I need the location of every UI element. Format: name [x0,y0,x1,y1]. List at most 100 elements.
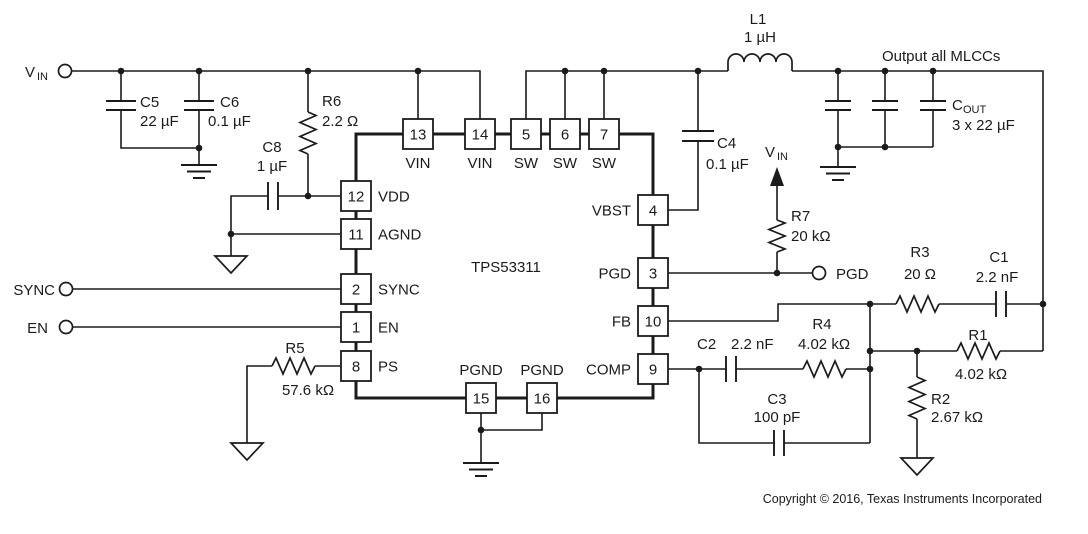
capacitor-cout-1 [825,100,851,111]
pin-number-12: 12 [348,189,365,206]
wire-vbst-c4 [668,71,699,211]
wire-vin-rail [71,70,481,119]
pin-box-13 [402,118,434,150]
pin-box-9 [637,353,669,385]
pin-box-3 [637,257,669,289]
junction-dot [881,143,889,151]
pin-box-16 [526,382,558,414]
junction-dot [773,269,781,277]
pin-number-8: 8 [352,359,360,376]
pin-name-15: PGND [459,362,503,379]
r3-value: 20 Ω [904,266,936,283]
c5-ref: C5 [140,94,159,111]
junction-dot [695,365,703,373]
copyright-note: Copyright © 2016, Texas Instruments Inco… [763,492,1042,506]
c2-ref: C2 [697,336,716,353]
c3-value: 100 pF [754,409,801,426]
pin-number-11: 11 [348,227,364,244]
pin-name-1: EN [378,320,399,337]
en-terminal-label: EN [27,320,48,337]
cout-value: 3 x 22 µF [952,117,1015,134]
c3-ref: C3 [767,391,786,408]
c6-value: 0.1 µF [208,113,251,130]
junction-dot [195,144,203,152]
sync-terminal [58,281,74,297]
c4-value: 0.1 µF [706,156,749,173]
pin-box-15 [465,382,497,414]
pin-box-5 [510,118,542,150]
c4-ref: C4 [717,135,736,152]
junction-dot [929,67,937,75]
r6-ref: R6 [322,93,341,110]
sync-terminal-label: SYNC [13,282,55,299]
pin-name-3: PGD [598,266,631,283]
r5-ref: R5 [285,340,304,357]
pin-number-1: 1 [352,320,360,337]
ic-pin-boxes [340,118,669,414]
inductor-l1 [727,53,793,71]
pgd-terminal-label: PGD [836,266,869,283]
earth-ground-c6 [181,164,217,179]
junction-dot [694,67,702,75]
pin-number-4: 4 [649,203,657,220]
r2-value: 2.67 kΩ [931,409,983,426]
junction-dot [913,347,921,355]
ground-symbols [181,164,935,477]
c6-ref: C6 [220,94,239,111]
pin-name-12: VDD [378,189,410,206]
junction-dot [117,67,125,75]
resistor-r6 [297,111,319,155]
labels: V IN SYNC EN PGD C5 22 µF C6 0.1 µF R6 2… [13,11,1042,506]
resistor-r1 [956,340,1001,362]
capacitor-c3 [773,430,785,456]
c1-ref: C1 [989,249,1008,266]
wire-fb [668,303,870,322]
capacitor-c6 [184,100,214,111]
cout-ref-sub: OUT [963,104,987,116]
resistor-r4 [802,358,847,380]
pgd-terminal [811,265,827,281]
junction-dot [304,67,312,75]
junction-dot [866,300,874,308]
vin-arrow-icon [770,167,784,186]
c1-value: 2.2 nF [976,269,1019,286]
pin-number-6: 6 [561,127,569,144]
pin-name-16: PGND [520,362,564,379]
pin-box-4 [637,194,669,226]
junction-dot [414,67,422,75]
pin-number-16: 16 [534,391,551,408]
signal-ground-r5 [229,442,265,462]
pin-number-9: 9 [649,362,657,379]
capacitor-c5 [106,100,136,111]
r7-ref: R7 [791,208,810,225]
pin-box-8 [340,350,372,382]
resistor-r3 [895,293,940,315]
pin-name-6: SW [553,155,578,172]
junction-dot [600,67,608,75]
vin-terminal [57,63,73,79]
pin-number-7: 7 [600,127,608,144]
junction-dot [477,426,485,434]
junction-dot [834,143,842,151]
signal-ground-agnd [213,255,249,275]
earth-ground-pgnd [463,462,499,477]
capacitor-cout-2 [872,100,898,111]
pin-box-11 [340,218,372,250]
wire-c8-left [230,195,268,256]
junction-dot [866,347,874,355]
ic-part-label: TPS53311 [471,259,541,276]
pin-box-12 [340,180,372,212]
pin-name-14: VIN [467,155,492,172]
r7-value: 20 kΩ [791,228,831,245]
wire-sw-rail [525,70,728,119]
cout-ref: C [952,97,963,114]
wires [71,70,1044,463]
pin-box-1 [340,311,372,343]
vin-terminal-label-sub: IN [37,71,48,83]
terminals [57,63,827,335]
resistor-r7 [766,219,788,253]
wire-c5-branch [120,71,199,149]
r4-value: 4.02 kΩ [798,336,850,353]
r4-ref: R4 [812,316,831,333]
